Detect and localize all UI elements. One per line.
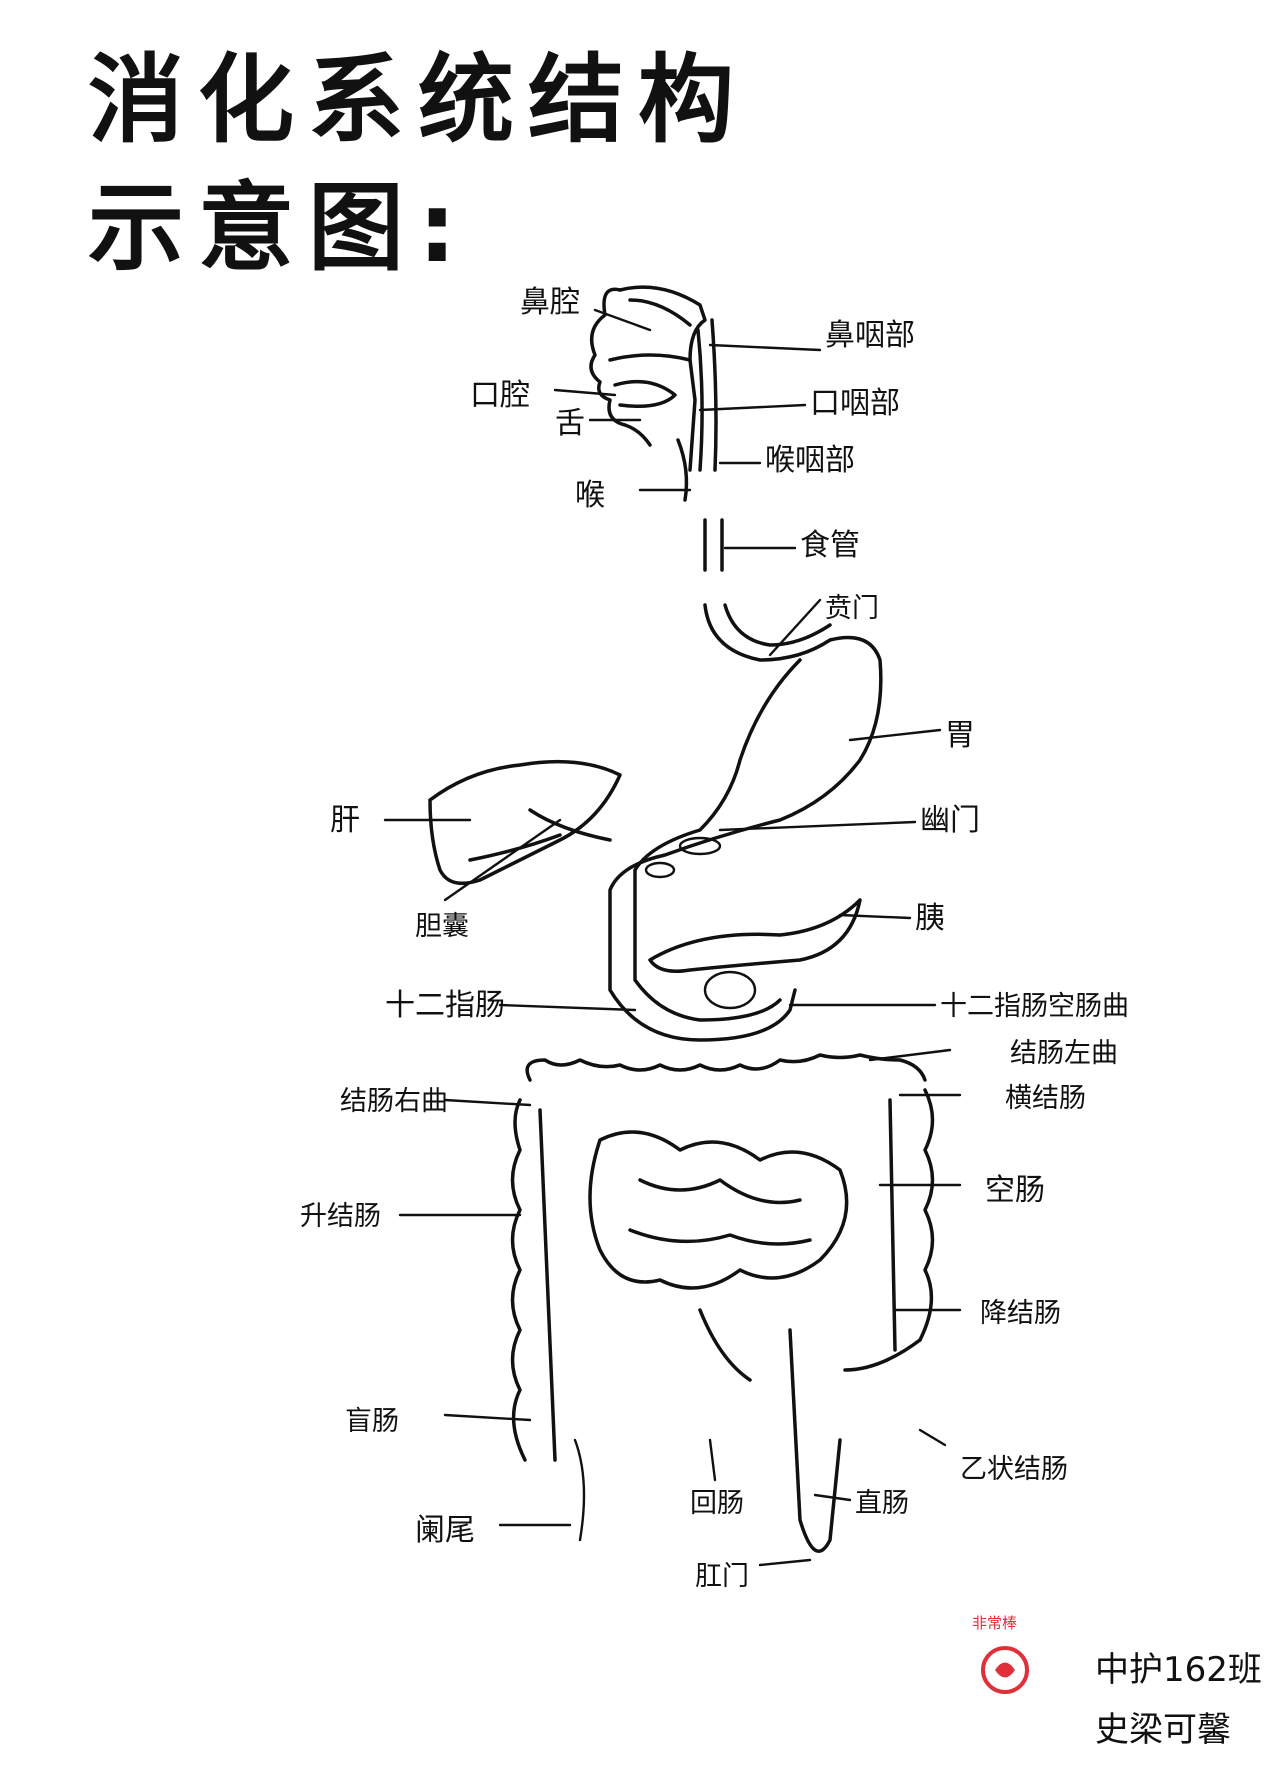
label-rectum: 直肠 (855, 1488, 909, 1519)
label-duodenojejunal-flexure: 十二指肠空肠曲 (940, 991, 1129, 1022)
label-cecum: 盲肠 (345, 1406, 399, 1437)
label-oral-cavity: 口腔 (470, 378, 530, 413)
pancreas-drawing (648, 898, 862, 1010)
label-left-colic-flexure: 结肠左曲 (1010, 1038, 1118, 1069)
signature-name: 史梁可馨 (1095, 1710, 1231, 1750)
label-cardia: 贲门 (825, 593, 879, 624)
signature-class: 中护162班 (1095, 1650, 1262, 1690)
label-sigmoid-colon: 乙状结肠 (960, 1454, 1068, 1485)
label-right-colic-flexure: 结肠右曲 (340, 1086, 448, 1117)
head-section (589, 285, 724, 572)
label-ascending-colon: 升结肠 (300, 1201, 381, 1232)
label-appendix: 阑尾 (415, 1513, 475, 1548)
diagram-labels: 鼻腔 鼻咽部 口腔 口咽部 舌 喉咽部 喉 食管 贲门 胃 肝 幽门 胆囊 胰 … (300, 285, 1129, 1592)
diagram-title-line2: 示意图: (88, 172, 471, 284)
label-gallbladder: 胆囊 (415, 911, 469, 942)
diagram-title-line1: 消化系统结构 (88, 44, 748, 156)
signature: 中护162班 史梁可馨 (1095, 1640, 1262, 1760)
label-oropharynx: 口咽部 (810, 386, 900, 421)
intestines-drawing (510, 1053, 935, 1553)
label-nasopharynx: 鼻咽部 (825, 318, 915, 353)
label-duodenum: 十二指肠 (385, 988, 505, 1023)
label-liver: 肝 (330, 803, 360, 838)
label-esophagus: 食管 (800, 528, 860, 563)
label-stomach: 胃 (945, 718, 975, 753)
stomach-drawing (608, 603, 883, 1042)
label-pylorus: 幽门 (920, 803, 980, 838)
label-descending-colon: 降结肠 (980, 1298, 1061, 1329)
label-transverse-colon: 横结肠 (1005, 1083, 1086, 1114)
praise-stamp-icon: 非常棒 (972, 1614, 1029, 1694)
label-jejunum: 空肠 (985, 1173, 1045, 1208)
label-tongue: 舌 (555, 406, 585, 441)
stamp-text: 非常棒 (972, 1614, 1017, 1632)
label-nasal-cavity: 鼻腔 (520, 285, 580, 320)
label-ileum: 回肠 (690, 1488, 744, 1519)
leader-lines (383, 308, 962, 1567)
label-laryngopharynx: 喉咽部 (765, 443, 855, 478)
label-pancreas: 胰 (915, 901, 945, 936)
label-larynx: 喉 (575, 478, 605, 513)
liver-drawing (428, 759, 622, 886)
label-anus: 肛门 (695, 1561, 749, 1592)
